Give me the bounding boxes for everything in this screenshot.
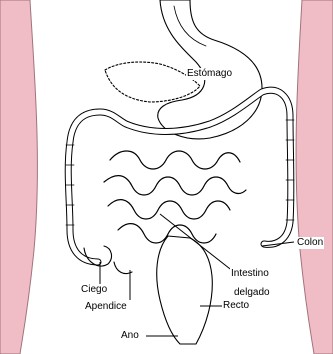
appendix-shape	[114, 262, 132, 274]
label-rectum: Recto	[222, 300, 250, 312]
torso-left-side	[0, 0, 37, 354]
label-stomach: Estómago	[186, 68, 233, 80]
rectum-shape	[157, 236, 213, 344]
label-appendix: Apendice	[84, 301, 128, 313]
label-cecum: Ciego	[80, 284, 108, 296]
label-small-intestine-2: delgado	[233, 287, 271, 299]
small-intestine	[104, 151, 246, 243]
label-anus: Ano	[120, 330, 140, 342]
label-small-intestine-1: Intestino	[230, 268, 270, 280]
label-colon: Colon	[296, 237, 324, 249]
torso-right-side	[296, 0, 333, 354]
